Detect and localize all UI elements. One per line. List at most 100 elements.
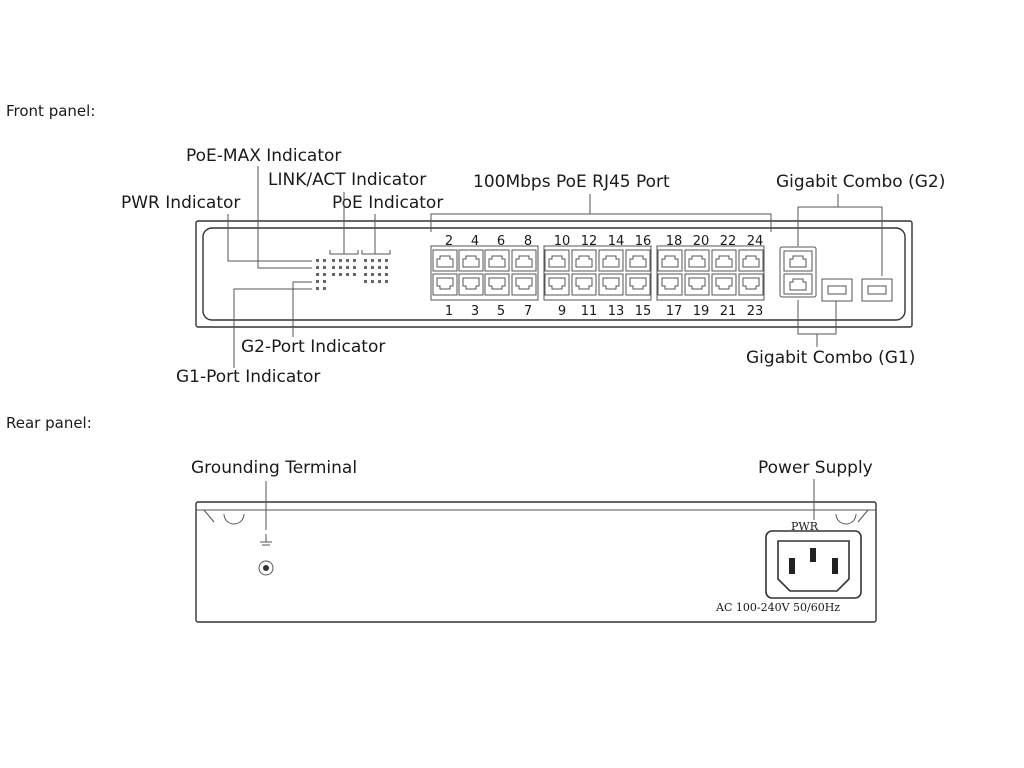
- combo-g1-rj45-port: [783, 273, 813, 295]
- rj45-port: [598, 249, 624, 272]
- rj45-port-label: 100Mbps PoE RJ45 Port: [473, 172, 670, 192]
- led-indicator: [385, 259, 388, 262]
- port-number-top: 16: [635, 234, 652, 249]
- port-number-bottom: 9: [558, 304, 566, 319]
- rj45-port: [738, 273, 764, 296]
- port-number-top: 8: [524, 234, 532, 249]
- rj45-port: [684, 249, 710, 272]
- rj45-port: [598, 273, 624, 296]
- led-indicator: [378, 280, 381, 283]
- port-number-bottom: 11: [581, 304, 598, 319]
- port-number-top: 2: [445, 234, 453, 249]
- led-indicator: [316, 280, 319, 283]
- port-number-top: 24: [747, 234, 764, 249]
- port-number-bottom: 7: [524, 304, 532, 319]
- combo-rj45-ports: [779, 246, 817, 298]
- sfp-slot-g2: [861, 278, 893, 302]
- rj45-port: [657, 249, 683, 272]
- led-indicator: [332, 259, 335, 262]
- led-indicator: [346, 266, 349, 269]
- led-indicator: [346, 259, 349, 262]
- port-number-top: 20: [693, 234, 710, 249]
- rj45-port: [625, 273, 651, 296]
- rj45-port: [432, 273, 458, 296]
- rj45-port: [484, 273, 510, 296]
- port-number-top: 18: [666, 234, 683, 249]
- port-number-bottom: 3: [471, 304, 479, 319]
- port-number-bottom: 17: [666, 304, 683, 319]
- led-indicator: [385, 266, 388, 269]
- led-indicator: [385, 280, 388, 283]
- port-number-top: 12: [581, 234, 598, 249]
- link-act-indicator-label: LINK/ACT Indicator: [268, 170, 426, 190]
- led-indicator: [371, 273, 374, 276]
- grounding-screw: [258, 560, 274, 576]
- led-indicator: [316, 273, 319, 276]
- led-indicator: [378, 273, 381, 276]
- poe-max-indicator-label: PoE-MAX Indicator: [186, 146, 341, 166]
- power-supply-label: Power Supply: [758, 458, 873, 478]
- led-indicator: [371, 259, 374, 262]
- led-indicator: [323, 287, 326, 290]
- led-indicator-block: [316, 259, 388, 290]
- led-indicator: [364, 266, 367, 269]
- ground-icon: [260, 534, 272, 546]
- port-number-top: 4: [471, 234, 479, 249]
- front-callout-lines: [227, 166, 883, 368]
- led-indicator: [316, 259, 319, 262]
- port-number-top: 22: [720, 234, 737, 249]
- combo-g1-label: Gigabit Combo (G1): [746, 348, 915, 368]
- rj45-port-grid: [430, 245, 765, 301]
- led-indicator: [378, 259, 381, 262]
- rj45-port: [544, 273, 570, 296]
- led-indicator: [353, 266, 356, 269]
- rj45-port: [571, 249, 597, 272]
- led-indicator: [353, 273, 356, 276]
- led-indicator: [323, 273, 326, 276]
- port-number-bottom: 21: [720, 304, 737, 319]
- grounding-terminal-label: Grounding Terminal: [191, 458, 357, 478]
- rj45-port: [458, 249, 484, 272]
- pwr-tag: PWR: [791, 520, 819, 533]
- combo-g2-rj45-port: [783, 250, 813, 272]
- led-indicator: [316, 287, 319, 290]
- led-indicator: [339, 273, 342, 276]
- rj45-port: [711, 273, 737, 296]
- g2-port-indicator-label: G2-Port Indicator: [241, 337, 385, 357]
- port-number-top: 14: [608, 234, 625, 249]
- rj45-port: [684, 273, 710, 296]
- led-indicator: [323, 259, 326, 262]
- led-indicator: [323, 280, 326, 283]
- led-indicator: [332, 273, 335, 276]
- port-number-bottom: 5: [497, 304, 505, 319]
- led-indicator: [364, 273, 367, 276]
- led-indicator: [316, 266, 319, 269]
- rj45-port: [571, 273, 597, 296]
- ac-rating-text: AC 100-240V 50/60Hz: [715, 601, 840, 614]
- rj45-port: [511, 249, 537, 272]
- combo-g2-label: Gigabit Combo (G2): [776, 172, 945, 192]
- rj45-port: [511, 273, 537, 296]
- led-indicator: [385, 273, 388, 276]
- port-number-bottom: 13: [608, 304, 625, 319]
- led-indicator: [378, 266, 381, 269]
- port-number-top: 10: [554, 234, 571, 249]
- port-number-bottom: 15: [635, 304, 652, 319]
- rj45-port: [484, 249, 510, 272]
- g1-port-indicator-label: G1-Port Indicator: [176, 367, 320, 387]
- sfp-slot-g1: [821, 278, 853, 302]
- pwr-indicator-label: PWR Indicator: [121, 193, 240, 213]
- led-indicator: [364, 259, 367, 262]
- rj45-port: [711, 249, 737, 272]
- led-indicator: [346, 273, 349, 276]
- port-number-bottom: 23: [747, 304, 764, 319]
- rear-panel-chassis: [195, 501, 877, 623]
- led-indicator: [339, 259, 342, 262]
- rj45-port: [625, 249, 651, 272]
- led-indicator: [332, 266, 335, 269]
- led-indicator: [323, 266, 326, 269]
- rear-panel-heading: Rear panel:: [6, 414, 92, 432]
- power-inlet: [765, 530, 862, 599]
